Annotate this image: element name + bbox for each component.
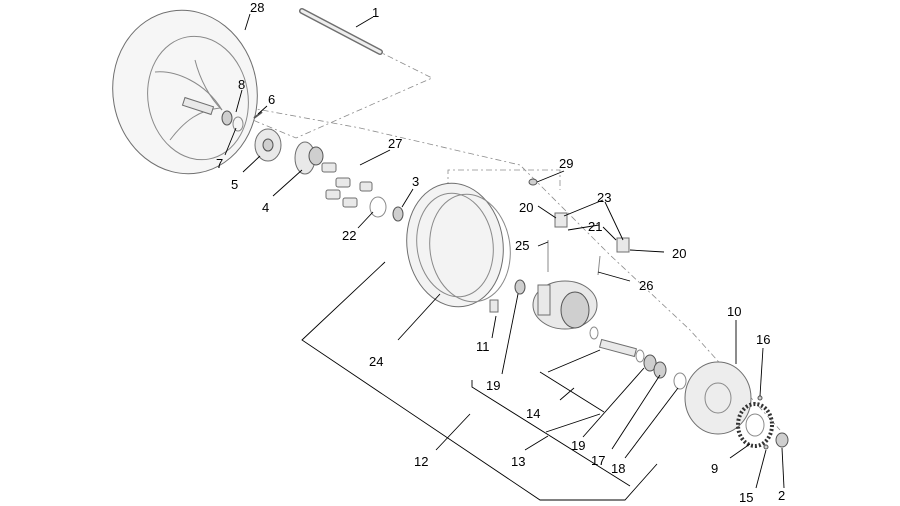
callout-9: 9 [711,461,718,476]
callout-8: 8 [238,77,245,92]
sensor-parts [528,178,630,276]
callout-7: 7 [216,156,223,171]
callout-20-right: 20 [672,246,686,261]
tyre [112,9,258,175]
callout-5: 5 [231,177,238,192]
rim [406,182,511,308]
callout-2: 2 [778,488,785,503]
screw-6 [253,111,263,119]
callout-20-left: 20 [519,200,533,215]
axle [299,8,383,55]
screw-15 [763,444,769,450]
callout-1: 1 [372,5,379,20]
bearing-3 [392,206,404,222]
callout-16: 16 [756,332,770,347]
seal-7 [232,116,244,132]
callout-14: 14 [526,406,540,421]
assembly-axis-line [179,94,781,431]
seal-18 [673,372,687,390]
callout-13: 13 [511,454,525,469]
spacer-14 [589,326,645,363]
callout-26: 26 [639,278,653,293]
callout-4: 4 [262,200,269,215]
callout-15: 15 [739,490,753,505]
callout-11: 11 [476,339,490,354]
o-ring-22 [369,196,387,218]
callout-24: 24 [369,354,383,369]
group-brackets [301,261,658,501]
bearing-17 [653,361,667,379]
bearing-19-right [643,354,657,372]
cush-drive-rubbers [321,162,373,208]
callout-labels: 1 2 3 4 5 6 7 8 9 10 11 12 13 14 15 16 1… [216,0,785,505]
leader-lines [224,13,785,489]
bearing-19-left [514,279,526,295]
sprocket [736,402,774,448]
callout-21: 21 [588,219,602,234]
callout-28: 28 [250,0,264,15]
callout-12: 12 [414,454,428,469]
callout-19-left: 19 [486,378,500,393]
callout-23: 23 [597,190,611,205]
callout-27: 27 [388,136,402,151]
bearing-8 [221,110,233,126]
callout-17: 17 [591,453,605,468]
callout-10: 10 [727,304,741,319]
brake-disc [684,361,752,435]
hub-4 [294,141,324,175]
valve-11 [489,299,499,313]
callout-6: 6 [268,92,275,107]
hub [532,280,598,330]
sensor-dash-line [447,169,561,190]
callout-19-right: 19 [571,438,585,453]
flange-5 [254,128,282,162]
callout-3: 3 [412,174,419,189]
callout-22: 22 [342,228,356,243]
callout-25: 25 [515,238,529,253]
bolt-16 [757,395,763,401]
callout-29: 29 [559,156,573,171]
callout-18: 18 [611,461,625,476]
spacer-bushing [181,96,215,116]
nut-2 [775,432,789,448]
